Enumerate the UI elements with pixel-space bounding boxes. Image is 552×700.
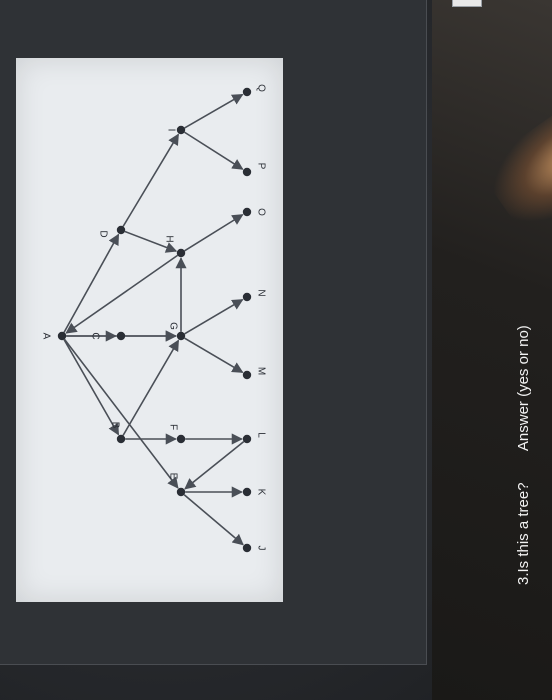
side-panel xyxy=(432,0,552,700)
edge-d-h xyxy=(124,230,178,253)
node-h: H xyxy=(163,235,186,258)
node-label: N xyxy=(255,289,266,296)
edge-a-b xyxy=(63,339,120,436)
node-dot xyxy=(242,87,252,97)
node-j: J xyxy=(242,543,266,553)
node-label: P xyxy=(255,163,266,170)
node-label: G xyxy=(167,322,178,330)
node-dot xyxy=(176,248,186,258)
edge-i-q xyxy=(184,93,244,129)
node-label: O xyxy=(255,208,266,216)
edge-g-n xyxy=(184,298,244,335)
node-label: J xyxy=(255,546,266,551)
node-label: H xyxy=(163,235,174,242)
question-area: 3.Is this a tree? Answer (yes or no) xyxy=(505,0,545,700)
node-label: I xyxy=(165,129,176,132)
edge-h-a xyxy=(65,254,179,334)
node-d: D xyxy=(97,225,126,238)
node-q: Q xyxy=(242,84,266,97)
edge-b-g xyxy=(122,339,180,436)
node-label: D xyxy=(97,230,108,237)
node-dot xyxy=(176,331,186,341)
edge-d-i xyxy=(122,133,180,227)
node-b: B xyxy=(109,422,126,444)
node-dot xyxy=(242,487,252,497)
edge-a-e xyxy=(63,338,179,489)
node-label: E xyxy=(167,473,178,480)
node-dot xyxy=(176,125,186,135)
edges-layer xyxy=(63,93,245,546)
nodes-layer: A B C D E F G H I J K L M N O P Q xyxy=(40,84,266,553)
node-dot xyxy=(116,434,126,444)
graph-figure: A B C D E F G H I J K L M N O P Q xyxy=(16,58,283,602)
node-k: K xyxy=(242,487,266,497)
edge-g-m xyxy=(184,337,244,374)
edge-e-j xyxy=(183,494,244,546)
edge-h-o xyxy=(184,214,244,252)
node-o: O xyxy=(242,207,266,217)
node-i: I xyxy=(165,125,186,135)
node-label: Q xyxy=(255,84,266,92)
node-dot xyxy=(242,543,252,553)
node-dot xyxy=(116,225,126,235)
node-e: E xyxy=(167,473,186,497)
directed-graph: A B C D E F G H I J K L M N O P Q xyxy=(40,84,266,553)
node-dot xyxy=(242,370,252,380)
node-dot xyxy=(242,167,252,177)
node-dot xyxy=(242,292,252,302)
node-label: K xyxy=(255,489,266,496)
node-c: C xyxy=(89,331,126,341)
question-text: 3.Is this a tree? xyxy=(515,482,532,585)
node-m: M xyxy=(242,367,266,380)
node-label: F xyxy=(167,424,178,430)
node-dot xyxy=(242,207,252,217)
node-a: A xyxy=(40,331,67,341)
node-g: G xyxy=(167,322,186,341)
node-dot xyxy=(116,331,126,341)
node-label: B xyxy=(109,422,120,429)
answer-prompt[interactable]: Answer (yes or no) xyxy=(515,325,532,452)
node-l: L xyxy=(242,432,266,444)
edge-a-d xyxy=(63,233,120,333)
node-label: L xyxy=(255,432,266,438)
node-n: N xyxy=(242,289,266,302)
node-label: A xyxy=(40,333,51,340)
node-label: C xyxy=(89,332,100,339)
node-p: P xyxy=(242,163,266,177)
window-tab-marker xyxy=(452,0,482,7)
edge-i-p xyxy=(184,131,244,170)
node-label: M xyxy=(255,367,266,375)
node-dot xyxy=(176,487,186,497)
node-dot xyxy=(57,331,67,341)
edge-l-e xyxy=(184,441,245,490)
node-f: F xyxy=(167,424,186,444)
node-dot xyxy=(242,434,252,444)
node-dot xyxy=(176,434,186,444)
